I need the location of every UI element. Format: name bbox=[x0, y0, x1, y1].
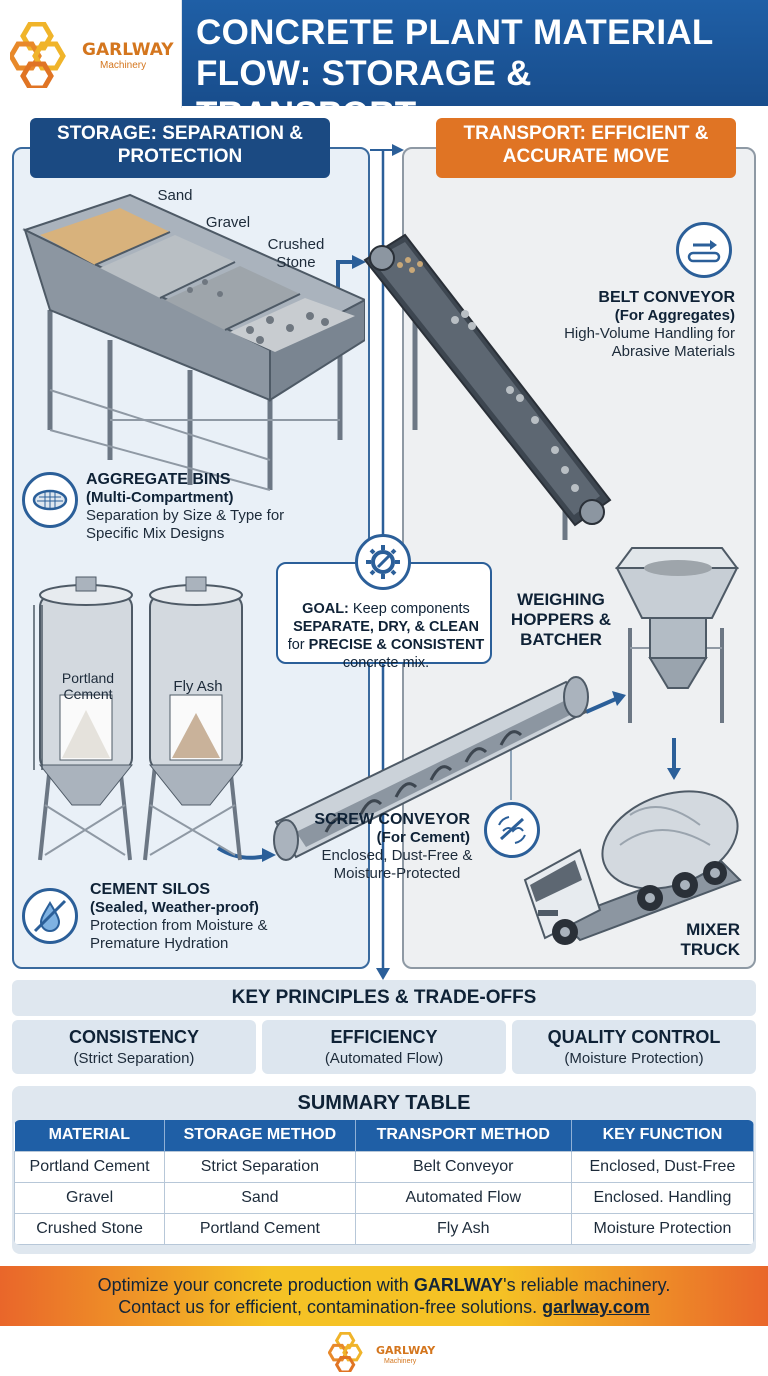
weighing-hoppers-label: WEIGHING HOPPERS & BATCHER bbox=[510, 590, 612, 649]
goal-text-3: concrete mix. bbox=[342, 655, 430, 671]
summary-table-section: SUMMARY TABLE MATERIAL STORAGE METHOD TR… bbox=[12, 1086, 756, 1254]
conveyor-icon bbox=[676, 222, 732, 278]
belt-conveyor-caption: BELT CONVEYOR (For Aggregates) High-Volu… bbox=[560, 288, 735, 361]
table-row: Gravel Sand Automated Flow Enclosed. Han… bbox=[14, 1181, 754, 1214]
weighing-hopper-illustration bbox=[615, 547, 739, 723]
silo-label-portland-cement: Portland Cement bbox=[61, 670, 115, 702]
footer-website-link[interactable]: garlway.com bbox=[542, 1297, 650, 1317]
cement-silos-desc: Protection from Moisture & Premature Hyd… bbox=[90, 917, 268, 952]
table-header-row: MATERIAL STORAGE METHOD TRANSPORT METHOD… bbox=[14, 1120, 754, 1151]
table-header-cell: TRANSPORT METHOD bbox=[355, 1120, 572, 1151]
principle-efficiency: EFFICIENCY (Automated Flow) bbox=[262, 1020, 506, 1074]
logo-sub: Machinery bbox=[100, 60, 147, 71]
key-principles: KEY PRINCIPLES & TRADE-OFFS CONSISTENCY … bbox=[12, 980, 756, 1076]
silo-label-fly-ash: Fly Ash bbox=[173, 678, 223, 695]
principles-title-bar: KEY PRINCIPLES & TRADE-OFFS bbox=[12, 980, 756, 1016]
hexagon-logo-icon bbox=[10, 22, 66, 88]
belt-conveyor-illustration bbox=[363, 233, 612, 540]
logo-brand: GARLWAY bbox=[82, 40, 174, 60]
aggregate-bins-title: AGGREGATE BINS bbox=[86, 471, 231, 488]
table-cell: Automated Flow bbox=[354, 1181, 572, 1214]
bottom-logo-brand: GARLWAY bbox=[376, 1344, 436, 1357]
logo[interactable]: GARLWAY Machinery bbox=[0, 0, 182, 108]
screw-icon bbox=[484, 802, 540, 858]
cement-silos-title: CEMENT SILOS bbox=[90, 881, 211, 898]
gear-wrench-icon bbox=[355, 534, 411, 590]
storage-tag: STORAGE: SEPARATION & PROTECTION bbox=[30, 118, 330, 178]
screw-conveyor-illustration bbox=[273, 676, 589, 861]
table-cell: Crushed Stone bbox=[14, 1212, 166, 1245]
belt-conveyor-title: BELT CONVEYOR bbox=[598, 289, 735, 306]
belt-conveyor-desc: High-Volume Handling for Abrasive Materi… bbox=[564, 325, 735, 360]
aggregate-bins-illustration bbox=[22, 193, 365, 491]
mixer-truck-label: MIXER TRUCK bbox=[680, 920, 741, 959]
principle-consistency: CONSISTENCY (Strict Separation) bbox=[12, 1020, 256, 1074]
table-row: Portland Cement Strict Separation Belt C… bbox=[14, 1150, 754, 1183]
screw-conveyor-subtitle: (For Cement) bbox=[376, 829, 470, 846]
footer-line1-c: 's reliable machinery. bbox=[503, 1275, 671, 1295]
table-cell: Portland Cement bbox=[14, 1150, 166, 1183]
goal-text-2: for bbox=[287, 637, 309, 653]
hexagon-logo-icon bbox=[328, 1332, 363, 1372]
table-cell: Moisture Protection bbox=[570, 1212, 754, 1245]
principle-title: EFFICIENCY bbox=[330, 1027, 438, 1047]
table-cell: Enclosed, Dust-Free bbox=[570, 1150, 754, 1183]
footer-line1-a: Optimize your concrete production with bbox=[97, 1275, 414, 1295]
principle-sub: (Automated Flow) bbox=[324, 1050, 444, 1067]
goal-text-1: Keep components bbox=[348, 601, 470, 617]
table-header-cell: KEY FUNCTION bbox=[571, 1120, 754, 1151]
cement-silos-illustration bbox=[33, 576, 244, 861]
footer-banner: Optimize your concrete production with G… bbox=[0, 1266, 768, 1326]
no-water-icon bbox=[22, 888, 78, 944]
bottom-logo-sub: Machinery bbox=[384, 1358, 417, 1365]
principles-title: KEY PRINCIPLES & TRADE-OFFS bbox=[231, 987, 537, 1008]
cement-silos-caption: CEMENT SILOS (Sealed, Weather-proof) Pro… bbox=[90, 880, 370, 953]
bottom-logo[interactable]: GARLWAY Machinery bbox=[328, 1330, 440, 1374]
footer-brand: GARLWAY bbox=[413, 1275, 504, 1295]
bin-label-gravel: Gravel bbox=[205, 214, 251, 231]
table-row: Crushed Stone Portland Cement Fly Ash Mo… bbox=[14, 1212, 754, 1245]
table-header-cell: MATERIAL bbox=[14, 1120, 166, 1151]
principle-sub: (Moisture Protection) bbox=[564, 1050, 704, 1067]
mixer-truck-illustration bbox=[523, 790, 742, 945]
aggregate-bins-desc: Separation by Size & Type for Specific M… bbox=[86, 507, 285, 542]
bin-label-sand: Sand bbox=[157, 187, 193, 204]
screw-conveyor-desc: Enclosed, Dust-Free & Moisture-Protected bbox=[321, 847, 473, 882]
table-cell: Belt Conveyor bbox=[354, 1150, 572, 1183]
bin-label-crushed-stone: Crushed Stone bbox=[267, 236, 325, 271]
transport-tag: TRANSPORT: EFFICIENT & ACCURATE MOVE bbox=[436, 118, 736, 178]
screw-conveyor-caption: SCREW CONVEYOR (For Cement) Enclosed, Du… bbox=[296, 810, 480, 883]
sieve-icon bbox=[22, 472, 78, 528]
summary-table-title: SUMMARY TABLE bbox=[297, 1092, 471, 1114]
principle-sub: (Strict Separation) bbox=[73, 1050, 195, 1067]
belt-conveyor-subtitle: (For Aggregates) bbox=[614, 307, 735, 324]
table-cell: Gravel bbox=[14, 1181, 166, 1214]
goal-strong-1: SEPARATE, DRY, & CLEAN bbox=[293, 619, 479, 635]
principle-quality-control: QUALITY CONTROL (Moisture Protection) bbox=[512, 1020, 756, 1074]
principle-title: QUALITY CONTROL bbox=[547, 1027, 721, 1047]
footer-line2-a: Contact us for efficient, contamination-… bbox=[118, 1297, 543, 1317]
table-cell: Enclosed. Handling bbox=[570, 1181, 754, 1214]
aggregate-bins-subtitle: (Multi-Compartment) bbox=[86, 489, 234, 506]
footer-text: Optimize your concrete production with G… bbox=[0, 1274, 768, 1318]
screw-conveyor-title: SCREW CONVEYOR bbox=[314, 811, 470, 828]
principle-title: CONSISTENCY bbox=[68, 1027, 200, 1047]
summary-table: MATERIAL STORAGE METHOD TRANSPORT METHOD… bbox=[14, 1120, 754, 1245]
table-cell: Strict Separation bbox=[164, 1150, 356, 1183]
goal-text: GOAL: Keep components SEPARATE, DRY, & C… bbox=[286, 600, 486, 672]
cement-silos-subtitle: (Sealed, Weather-proof) bbox=[90, 899, 259, 916]
table-cell: Sand bbox=[164, 1181, 356, 1214]
goal-strong-2: PRECISE & CONSISTENT bbox=[308, 637, 485, 653]
table-header-cell: STORAGE METHOD bbox=[164, 1120, 356, 1151]
aggregate-bins-caption: AGGREGATE BINS (Multi-Compartment) Separ… bbox=[86, 470, 366, 543]
table-cell: Portland Cement bbox=[164, 1212, 356, 1245]
table-cell: Fly Ash bbox=[354, 1212, 572, 1245]
goal-lead: GOAL: bbox=[302, 601, 349, 617]
